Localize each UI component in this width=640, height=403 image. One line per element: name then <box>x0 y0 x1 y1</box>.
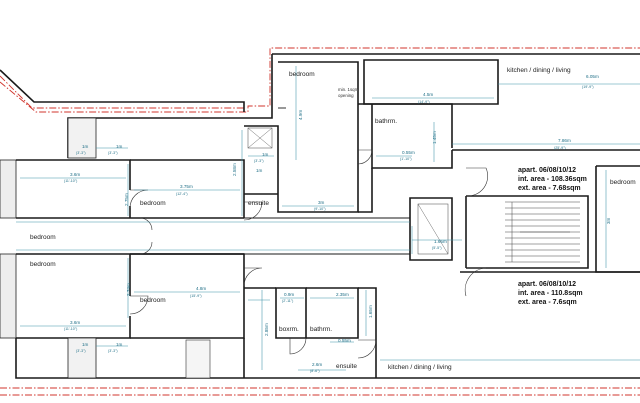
dim-label: 3.75m <box>180 184 193 189</box>
dim-label: 2.74m <box>126 283 131 296</box>
opening-note-line1: min. 1sqm <box>338 87 359 92</box>
dim-label: (2'-11") <box>282 299 293 303</box>
dim-label: (11'-10") <box>64 179 77 183</box>
dim-label: 0.55m <box>402 150 415 155</box>
dim-label: 6.05m <box>586 74 599 79</box>
dim-label: (15'-9") <box>190 294 202 298</box>
dim-label: (3'-3") <box>108 151 118 155</box>
dim-label: 1.45m <box>432 131 437 144</box>
dim-label: 3.6m <box>70 320 80 325</box>
dim-label: (19'-9") <box>582 85 594 89</box>
room-label-bathroom-bottom: bathrm. <box>310 326 332 333</box>
opening-note-line2: opening <box>338 93 354 98</box>
dim-label: 1.65m <box>434 239 447 244</box>
dim-label: (3'-3") <box>76 151 86 155</box>
dim-label: (5'-5") <box>432 246 442 250</box>
apartment-int-area-bottom: int. area - 110.8sqm <box>518 290 583 297</box>
apartment-title-top: apart. 06/08/10/12 <box>518 167 576 174</box>
dim-label: 1m <box>82 144 89 149</box>
apartment-ext-area-top: ext. area - 7.68sqm <box>518 185 581 192</box>
dim-label: 3.6m <box>70 172 80 177</box>
dim-label: 2.85m <box>264 323 269 336</box>
dim-label: (1'-10") <box>400 157 412 161</box>
dim-label: (9'-10") <box>314 207 326 211</box>
dim-label: 2.75m <box>124 193 129 206</box>
dim-label: 3m <box>318 200 325 205</box>
dim-label: 0.55m <box>338 338 351 343</box>
room-label-boxroom: boxrm. <box>279 326 299 333</box>
dim-label: 2.6m <box>312 362 322 367</box>
dim-label: 1m <box>82 342 89 347</box>
room-label-ensuite-top: ensuite <box>248 200 269 207</box>
dim-label: 3m <box>606 217 611 224</box>
room-label-bedroom-mid: bedroom <box>140 200 166 207</box>
dim-label: 1m <box>116 144 123 149</box>
opening-note: min. 1sqm opening <box>338 87 359 98</box>
room-label-bedroom-right: bedroom <box>610 179 636 186</box>
dim-label: 1.65m <box>368 305 373 318</box>
room-label-kitchen-bottom: kitchen / dining / living <box>388 364 452 371</box>
room-label-bathroom-top: bathrm. <box>375 118 397 125</box>
dimension-labels: 4.5m (14'-9") 6.05m (19'-9") 7.86m (25'-… <box>64 74 611 373</box>
apartment-title-bottom: apart. 06/08/10/12 <box>518 281 576 288</box>
dim-label: 7.86m <box>558 138 571 143</box>
room-labels: bedroom bedroom bedroom bedroom bedroom … <box>30 67 636 371</box>
room-label-bedroom-left-bottom: bedroom <box>30 261 56 268</box>
room-label-bedroom-top: bedroom <box>289 71 315 78</box>
dim-label: 1m <box>116 342 123 347</box>
dim-label: (3'-3") <box>76 349 86 353</box>
dim-label: 1m <box>256 168 263 173</box>
room-label-bedroom-low: bedroom <box>140 297 166 304</box>
dim-label: (8'-6") <box>310 369 320 373</box>
room-label-ensuite-bottom: ensuite <box>336 363 357 370</box>
dim-label: (25'-9") <box>554 146 566 150</box>
dim-label: 2.58m <box>232 163 237 176</box>
dim-label: (12'-4") <box>176 192 188 196</box>
dim-label: 1m <box>262 152 269 157</box>
apartment-area-bottom: apart. 06/08/10/12 int. area - 110.8sqm … <box>518 281 583 306</box>
dim-label: 4.9m <box>298 110 303 120</box>
dim-label: (3'-3") <box>254 159 264 163</box>
dim-label: (3'-3") <box>108 349 118 353</box>
dim-label: (11'-10") <box>64 327 77 331</box>
apartment-int-area-top: int. area - 108.36sqm <box>518 176 587 183</box>
room-label-bedroom-left-top: bedroom <box>30 234 56 241</box>
apartment-ext-area-bottom: ext. area - 7.6sqm <box>518 299 577 306</box>
walls <box>0 53 640 379</box>
apartment-area-top: apart. 06/08/10/12 int. area - 108.36sqm… <box>518 167 587 192</box>
staircase <box>417 201 580 263</box>
dim-label: 4.5m <box>423 92 433 97</box>
dim-label: 2.35m <box>336 292 349 297</box>
room-label-kitchen-top: kitchen / dining / living <box>507 67 571 74</box>
site-boundary <box>0 47 640 396</box>
dim-label: (14'-9") <box>418 100 430 104</box>
dim-label: 4.8m <box>196 286 206 291</box>
dimension-lines <box>16 66 640 371</box>
dim-label: 0.9m <box>284 292 294 297</box>
